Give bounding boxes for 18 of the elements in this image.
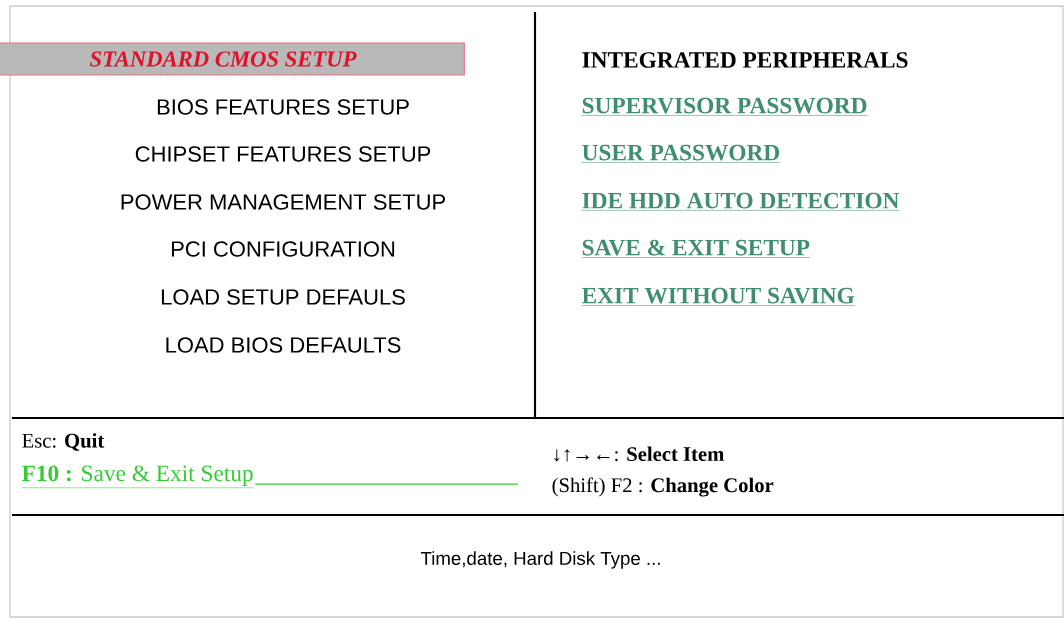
menu-item: INTEGRATED PERIPHERALS xyxy=(582,52,908,68)
selected-menu-item: STANDARD CMOS SETUP xyxy=(0,42,465,76)
menu-item: BIOS FEATURES SETUP xyxy=(157,99,409,115)
help-text: Time,date, Hard Disk Type ... xyxy=(420,551,660,569)
menu-link: SAVE & EXIT SETUP xyxy=(581,239,811,258)
key-hint: ↓↑→←: Select Item xyxy=(554,446,724,462)
menu-item: POWER MANAGEMENT SETUP xyxy=(121,194,445,210)
key-hint-link: F10 : Save & Exit Setup xyxy=(21,465,519,489)
menu-item: PCI CONFIGURATION xyxy=(171,241,395,257)
key-hint: Esc: Quit xyxy=(22,433,105,451)
menu-item: LOAD SETUP DEFAULS xyxy=(161,289,405,305)
menu-link: USER PASSWORD xyxy=(581,144,781,163)
menu-link: IDE HDD AUTO DETECTION xyxy=(581,192,900,211)
menu-item: CHIPSET FEATURES SETUP xyxy=(135,146,431,162)
menu-item: LOAD BIOS DEFAULTS xyxy=(166,337,401,353)
menu-link: EXIT WITHOUT SAVING xyxy=(581,287,856,306)
menu-link: SUPERVISOR PASSWORD xyxy=(581,97,868,116)
key-hint: (Shift) F2 : Change Color xyxy=(552,477,774,497)
